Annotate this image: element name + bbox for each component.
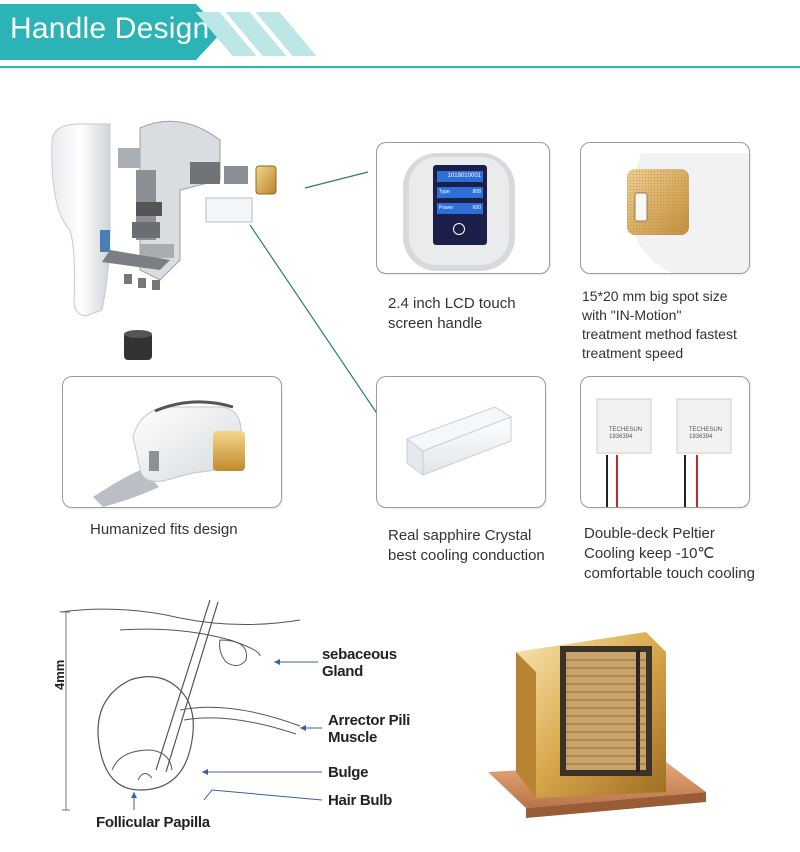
spot-size-caption: 15*20 mm big spot size with "IN-Motion" … [582,287,782,363]
lcd-power-icon [453,223,465,235]
spot-size-text: mm big spot size with "IN-Motion" treatm… [582,288,737,361]
lcd-screen-type-row: Type 808 [437,187,483,198]
lcd-power-value: 600 [472,205,481,211]
sapphire-caption: Real sapphire Crystal best cooling condu… [388,527,545,564]
spot-size-card [580,142,750,274]
spot-size-image [627,153,749,273]
scale-label: 4mm [52,659,67,690]
spot-size-value: 15*20 [582,288,619,304]
peltier-card: TECHESUN 1936394 TECHESUN 1936394 [580,376,750,508]
label-follicular-papilla: Follicular Papilla [96,814,210,831]
lcd-screen-id: 1019010001 [437,171,483,182]
label-hair-bulb: Hair Bulb [328,792,392,809]
peltier-chip-label-2: TECHESUN 1936394 [689,427,723,440]
gold-treatment-head-image [488,632,706,818]
lcd-type-label: Type [439,189,450,195]
page-title: Handle Design [10,12,210,45]
lcd-power-label: Power [439,205,454,211]
lcd-caption: 2.4 inch LCD touch screen handle [388,295,516,332]
humanized-fits-card [62,376,282,508]
hair-follicle-diagram [60,600,323,811]
lcd-handle-card: 1019010001 Type 808 Power 600 [376,142,550,274]
header-divider [0,66,800,68]
lcd-screen-power-row: Power 600 [437,203,483,214]
label-bulge: Bulge [328,764,369,781]
header-banner [0,4,222,60]
sapphire-crystal-image [405,406,513,476]
label-arrector-pili-muscle: Arrector Pili Muscle [328,712,410,746]
sapphire-card [376,376,546,508]
peltier-chips-image [596,398,732,507]
lcd-type-value: 808 [472,189,481,195]
humanized-handle-image [93,400,245,507]
exploded-handle-illustration [51,120,277,360]
label-sebaceous-gland: sebaceous Gland [322,646,397,680]
humanized-fits-caption: Humanized fits design [90,521,238,538]
peltier-chip-label-1: TECHESUN 1936394 [609,427,643,440]
peltier-caption: Double-deck Peltier Cooling keep -10℃ co… [584,525,755,582]
